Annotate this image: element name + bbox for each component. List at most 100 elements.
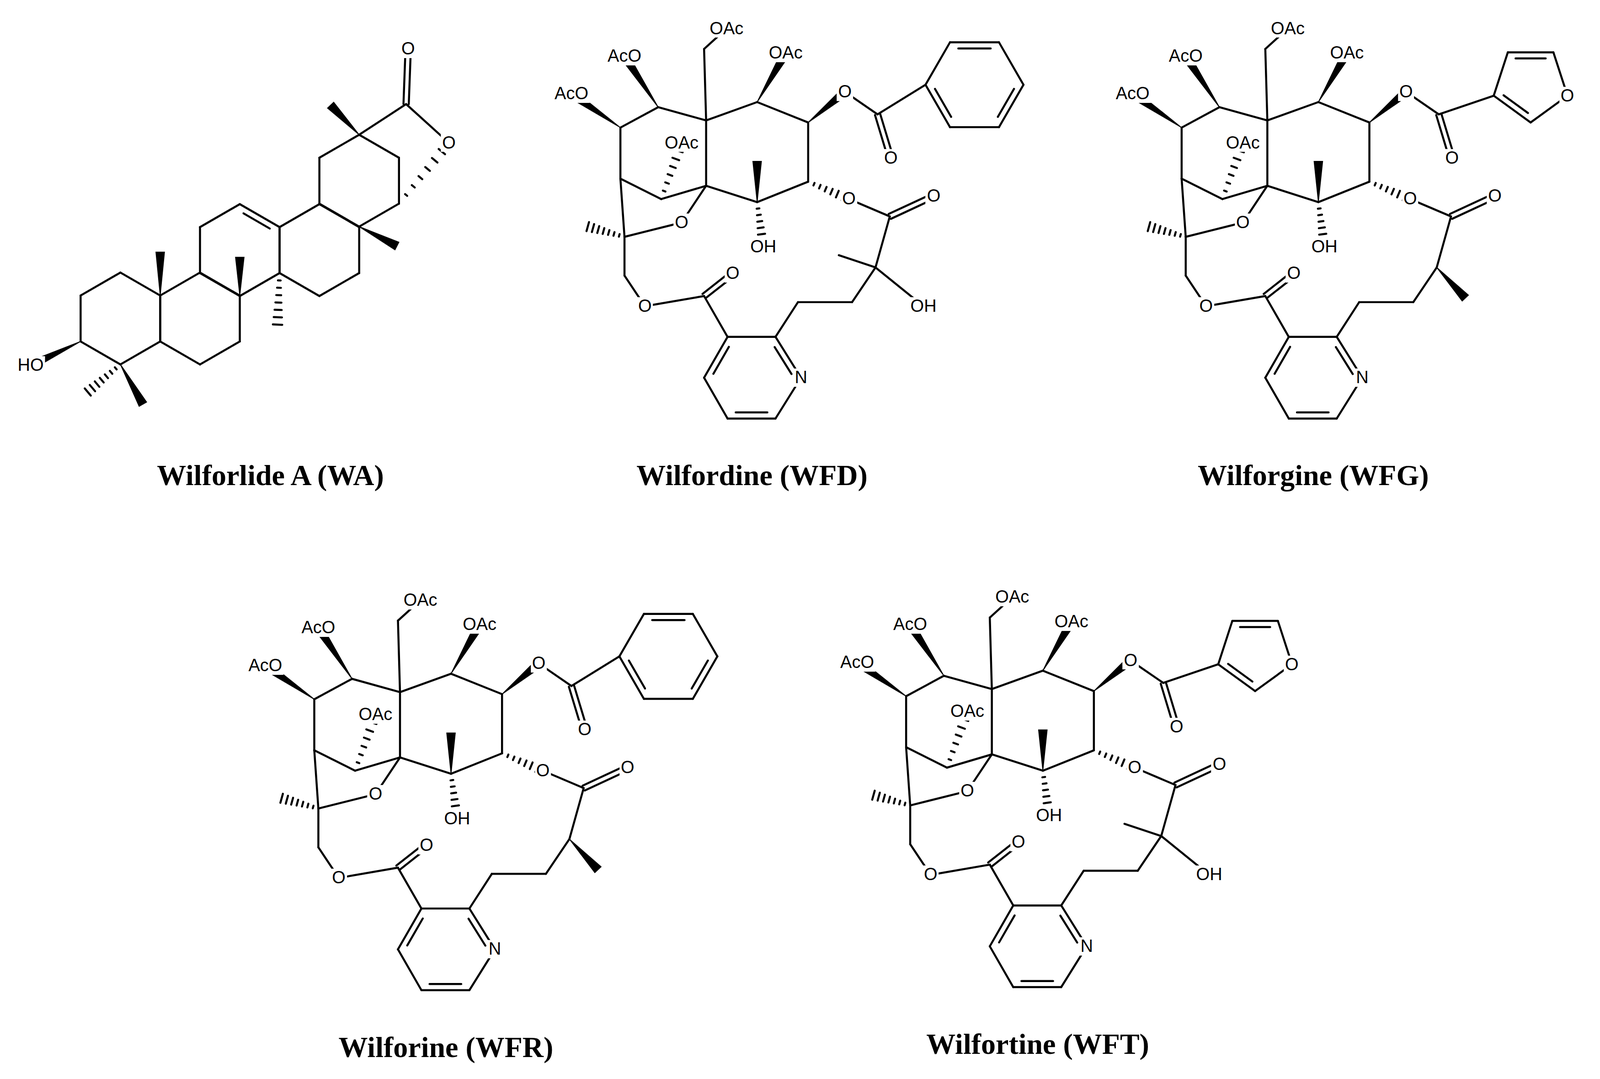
bond-line xyxy=(619,613,645,657)
bond-line xyxy=(877,84,926,115)
bond-line xyxy=(1232,619,1279,622)
atom-label: O xyxy=(400,39,417,59)
bond-line xyxy=(491,872,546,875)
bond-line xyxy=(989,864,1014,906)
hashed-bond xyxy=(418,176,422,180)
bond-line xyxy=(757,101,809,123)
bond-line xyxy=(1359,301,1414,304)
atom-label: OH xyxy=(909,297,939,316)
bond-line xyxy=(757,181,809,203)
bond-line xyxy=(807,122,810,182)
atom-label: O xyxy=(1397,82,1415,102)
bond-line xyxy=(620,178,662,200)
hashed-bond xyxy=(592,224,595,232)
hashed-bond xyxy=(757,220,763,222)
bond-line xyxy=(1267,185,1319,203)
hashed-bond xyxy=(1318,214,1323,216)
bond-line xyxy=(704,295,728,337)
hashed-bond xyxy=(312,805,314,809)
atom-label: O xyxy=(1283,655,1301,674)
bond-line xyxy=(875,216,890,268)
hashed-bond xyxy=(1231,165,1237,169)
bond-line xyxy=(693,656,718,699)
bond-line xyxy=(398,620,400,693)
bond-line xyxy=(1413,267,1437,303)
bond-line xyxy=(998,42,1024,86)
hashed-bond xyxy=(883,794,886,802)
bond-line xyxy=(1318,101,1370,123)
bond-line xyxy=(1181,106,1220,128)
hashed-bond xyxy=(114,367,117,370)
atom-label: O xyxy=(1168,717,1185,736)
bond-line xyxy=(1266,120,1269,186)
bond-line xyxy=(359,203,400,227)
bond-line xyxy=(314,750,319,809)
bond-line xyxy=(200,272,240,296)
bond-line xyxy=(620,178,625,237)
bond-line xyxy=(421,907,470,910)
bond-line xyxy=(278,227,281,273)
atom-label: AcO xyxy=(1114,84,1152,103)
bond-line xyxy=(1161,784,1176,837)
hashed-bond xyxy=(275,301,282,304)
bond-line xyxy=(909,805,912,845)
ring-double-bond xyxy=(1503,95,1528,113)
wedge-bond xyxy=(1038,729,1048,771)
atom-label: OH xyxy=(1034,806,1064,825)
hashed-bond xyxy=(824,186,827,192)
bond-line xyxy=(313,698,315,751)
bond-line xyxy=(798,301,853,304)
bond-line xyxy=(314,678,353,700)
hashed-bond xyxy=(451,792,457,794)
bond-line xyxy=(160,272,200,296)
hashed-bond xyxy=(89,384,96,392)
atom-label: N xyxy=(1354,368,1370,387)
wedge-bond xyxy=(155,251,165,296)
compound-name: Wilforine (WFR) xyxy=(338,1031,554,1064)
hashed-bond xyxy=(363,737,370,740)
hashed-bond xyxy=(451,799,458,800)
bond-line xyxy=(775,302,798,337)
hashed-bond xyxy=(94,381,100,387)
atom-label: AcO xyxy=(299,618,337,637)
atom-label: AcO xyxy=(606,47,643,66)
atom-label: N xyxy=(1078,937,1094,956)
wedge-bond xyxy=(120,364,147,407)
hashed-bond xyxy=(757,227,764,229)
bond-line xyxy=(319,203,360,227)
ring-double-bond xyxy=(934,88,951,117)
ring-double-bond xyxy=(713,346,730,374)
atom-label: O xyxy=(619,758,636,777)
hashed-bond xyxy=(830,188,833,195)
bond-line xyxy=(1493,95,1531,123)
bond-line xyxy=(359,134,400,158)
bond-line xyxy=(1288,336,1337,338)
compound-name: Wilfordine (WFD) xyxy=(636,459,868,492)
hashed-bond xyxy=(411,185,415,188)
hashed-bond xyxy=(276,293,282,297)
hashed-bond xyxy=(1318,227,1325,229)
bond-line xyxy=(198,227,201,273)
bond-line xyxy=(1218,620,1233,665)
bond-line xyxy=(1042,750,1094,771)
atom-label: OAc xyxy=(1053,612,1090,631)
bond-line xyxy=(238,295,241,342)
hashed-bond xyxy=(356,762,360,763)
bond-line xyxy=(317,808,320,848)
hashed-bond xyxy=(1043,789,1049,790)
bond-line xyxy=(400,673,452,693)
atom-label: AcO xyxy=(838,653,876,672)
bond-line xyxy=(314,750,356,771)
ring-double-bond xyxy=(774,346,792,374)
atom-label: O xyxy=(1402,189,1419,208)
bond-line xyxy=(1042,670,1094,692)
atom-label: AcO xyxy=(553,84,590,103)
atom-label: O xyxy=(1234,213,1252,232)
bond-line xyxy=(469,873,492,909)
hashed-bond xyxy=(1163,228,1166,235)
bond-line xyxy=(944,675,992,689)
bond-line xyxy=(906,746,947,768)
atom-label: OAc xyxy=(1269,19,1307,38)
hashed-bond xyxy=(1110,755,1113,760)
